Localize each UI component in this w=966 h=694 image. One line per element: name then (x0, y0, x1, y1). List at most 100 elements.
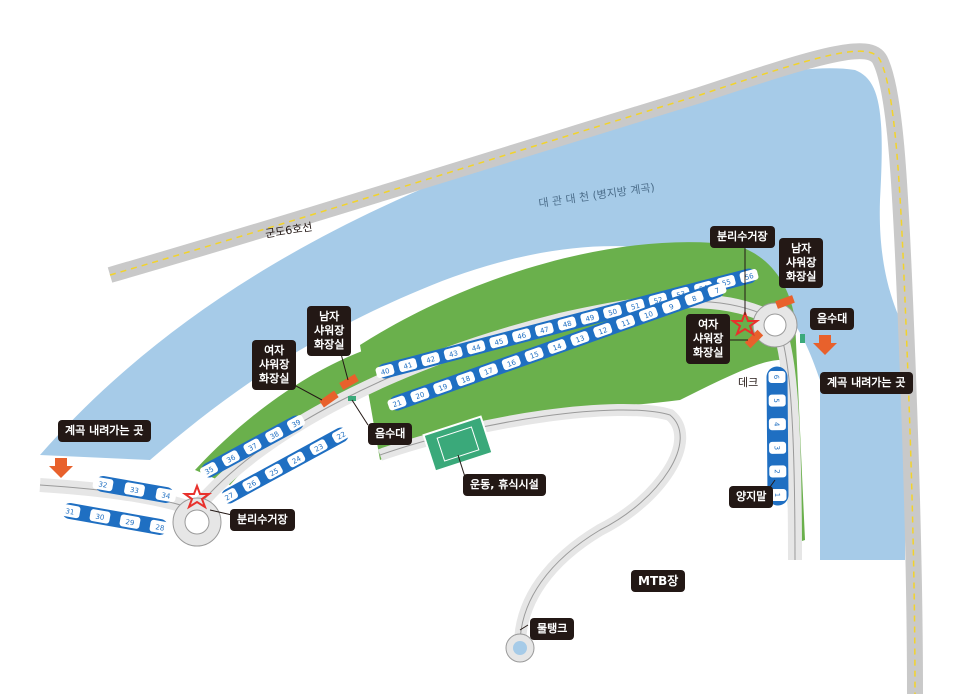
campsite-slot[interactable]: 8 (684, 290, 705, 306)
county-road-centerline (109, 50, 916, 694)
campsite-slot[interactable]: 29 (119, 514, 141, 529)
campsite-slot[interactable]: 42 (420, 352, 440, 367)
water-fountain-left-icon (348, 396, 356, 401)
campsite-slot[interactable]: 32 (92, 476, 114, 492)
campsite-slot[interactable]: 6 (768, 370, 786, 384)
campsite-number: 32 (98, 480, 108, 489)
campsite-number: 17 (483, 366, 494, 377)
campsite-slot[interactable]: 31 (59, 503, 81, 519)
campsite-slot[interactable]: 18 (455, 371, 476, 387)
campsite-number: 49 (585, 314, 596, 324)
campsite-slot[interactable]: 12 (592, 322, 613, 338)
campsite-slot[interactable]: 49 (580, 310, 600, 325)
campsite-slot[interactable]: 5 (768, 394, 786, 407)
campsite-slot-box (375, 364, 395, 378)
campsite-slot[interactable]: 34 (155, 487, 177, 503)
campsite-slot[interactable]: 44 (466, 340, 486, 355)
campsite-slot[interactable]: 25 (264, 463, 284, 481)
campsite-slot[interactable]: 48 (557, 316, 577, 331)
campsite-number: 45 (494, 337, 505, 347)
women-shower-left-label: 여자 샤워장 화장실 (252, 340, 297, 390)
valley-access-right-label: 계곡 내려가는 곳 (820, 372, 913, 394)
campsite-slot[interactable]: 36 (221, 449, 241, 467)
separate-collection-right-star-icon (729, 310, 761, 337)
campsite-slot[interactable]: 50 (602, 304, 622, 319)
campsite-slot-box (286, 415, 306, 431)
connector-line (351, 399, 369, 426)
valley-arrow-right-icon (813, 335, 837, 355)
campsite-slot[interactable]: 11 (615, 314, 636, 330)
campsite-slot-box (387, 395, 407, 411)
campsite-slot-box (456, 371, 476, 387)
campsite-slot[interactable]: 41 (398, 357, 418, 372)
campsite-slot[interactable]: 16 (501, 354, 522, 370)
campsite-slot[interactable]: 45 (489, 334, 509, 349)
campsite-slot[interactable]: 43 (443, 346, 463, 361)
campsite-slot-box (421, 352, 440, 367)
campsite-slot[interactable]: 1 (769, 488, 787, 502)
campsite-number: 16 (506, 358, 518, 369)
campsite-slot[interactable]: 23 (309, 438, 329, 456)
campsite-number: 40 (380, 367, 391, 377)
campsite-slot[interactable]: 7 (707, 282, 728, 298)
campsite-slot-box (242, 475, 261, 492)
campsite-slot[interactable]: 9 (661, 298, 682, 314)
campsite-slot[interactable]: 35 (199, 461, 219, 479)
campsite-slot[interactable]: 33 (124, 482, 146, 497)
campsite-number: 1 (773, 493, 781, 498)
campsite-slot[interactable]: 24 (286, 451, 306, 469)
campsite-slot[interactable]: 30 (89, 509, 111, 524)
campsite-slot-box (264, 463, 283, 480)
campsite-slot[interactable]: 26 (241, 475, 261, 493)
campsite-slot-box (603, 304, 622, 319)
campsite-slot[interactable]: 39 (286, 414, 306, 432)
campsite-slot-box (768, 394, 786, 407)
campsite-number: 6 (772, 375, 780, 380)
campsite-slot-box (524, 347, 544, 362)
campsite-slot[interactable]: 47 (534, 322, 554, 337)
campsite-slot[interactable]: 19 (432, 379, 453, 395)
women-shower-left-building (319, 390, 339, 408)
campsite-slot[interactable]: 46 (511, 328, 531, 343)
campsite-slot[interactable]: 28 (149, 519, 171, 535)
campsite-slot-box (443, 346, 463, 361)
campsite-number: 22 (336, 430, 348, 441)
campsite-slot[interactable]: 22 (331, 426, 351, 444)
men-shower-left-label: 남자 샤워장 화장실 (307, 306, 352, 356)
campsite-slot[interactable]: 13 (570, 330, 591, 346)
campsite-slot[interactable]: 51 (625, 298, 645, 313)
campsite-slot-box (768, 418, 786, 431)
campsite-slot[interactable]: 38 (264, 426, 284, 444)
campsite-slot[interactable]: 21 (387, 395, 408, 411)
campsite-slot[interactable]: 15 (524, 346, 545, 362)
campsite-number: 27 (224, 491, 236, 502)
campsite-slot[interactable]: 17 (478, 363, 499, 379)
sports-court-line (436, 426, 480, 462)
campsite-slot-box (59, 503, 81, 519)
roundabout-left-center (184, 509, 210, 535)
campsite-slot-box (331, 427, 351, 443)
campsite-slot[interactable]: 14 (547, 338, 568, 354)
mtb-trail-edge (379, 409, 681, 646)
campsite-slot[interactable]: 37 (242, 438, 262, 456)
campsite-slot[interactable]: 27 (219, 487, 239, 505)
campsite-slot-box (684, 290, 704, 306)
campsite-slot[interactable]: 4 (768, 418, 786, 431)
campsite-number: 2 (773, 469, 781, 474)
campsite-slot-box (243, 438, 262, 455)
campsite-slot[interactable]: 3 (769, 441, 787, 454)
campsite-slot-box (398, 358, 418, 372)
roundabout-right-center (763, 313, 787, 337)
campsite-number: 51 (630, 302, 641, 312)
campsite-number: 10 (643, 310, 654, 321)
campsite-slot[interactable]: 56 (739, 268, 759, 283)
campsite-slot[interactable]: 20 (410, 387, 431, 403)
campsite-slot[interactable]: 2 (769, 465, 787, 478)
campsite-slot[interactable]: 10 (638, 306, 659, 322)
campsite-number: 35 (204, 465, 216, 476)
campsite-slot-box (570, 331, 590, 346)
campsite-slot-box (199, 462, 219, 478)
water-tank-icon (513, 641, 527, 655)
campsite-slot[interactable]: 40 (375, 363, 395, 378)
women-shower-right-label: 여자 샤워장 화장실 (686, 314, 731, 364)
